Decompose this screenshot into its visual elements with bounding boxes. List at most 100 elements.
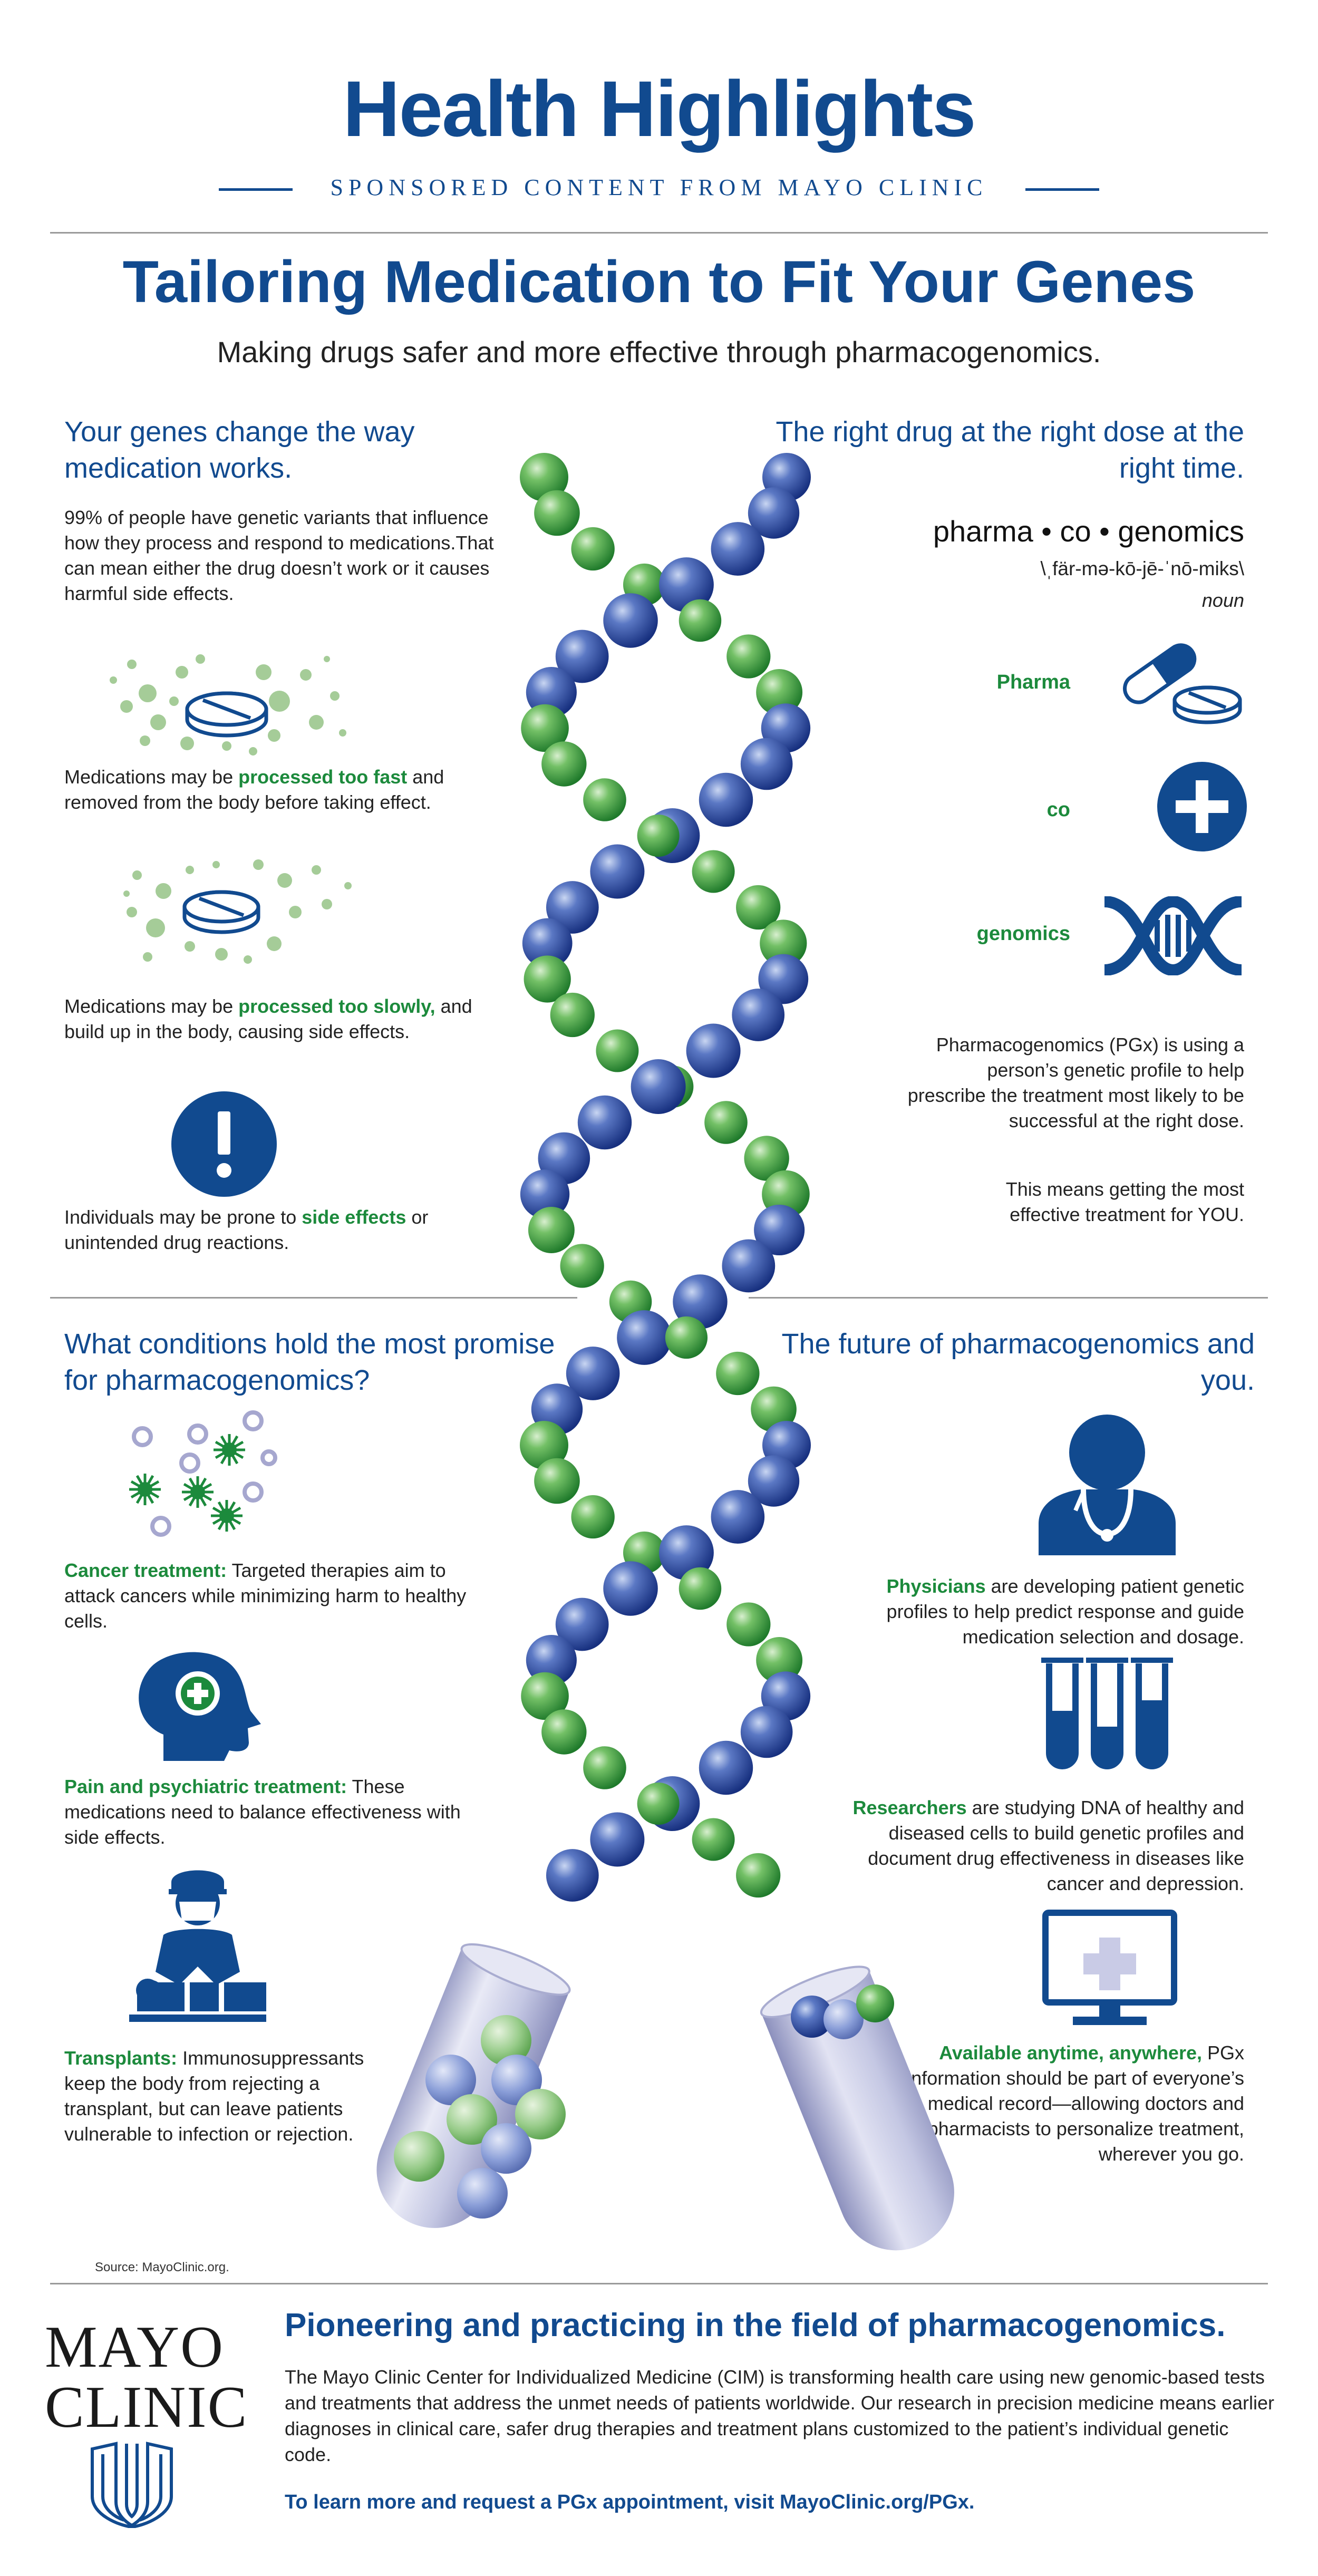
dna-bead: [541, 1709, 587, 1755]
mayo-shield-icon: [91, 2442, 173, 2528]
dna-bead: [546, 1849, 599, 1902]
researchers-text: Researchers are studying DNA of healthy …: [852, 1797, 1245, 1894]
dna-bead: [659, 1525, 714, 1580]
dna-bead: [528, 1207, 575, 1253]
transplants-text: Transplants: Immunosuppressants keep the…: [64, 2047, 364, 2145]
pill-cluster-icon: [110, 654, 346, 756]
source-note: Source: MayoClinic.org.: [95, 2260, 229, 2274]
dna-bead: [603, 1561, 658, 1616]
sponsor-rule-right: [1025, 188, 1099, 191]
cancer-cell: [211, 1500, 243, 1532]
physicians-text: Physicians are developing patient geneti…: [886, 1575, 1244, 1648]
head-cross-icon: [139, 1652, 261, 1761]
dna-bead: [617, 1310, 672, 1365]
dna-bead: [704, 1101, 748, 1144]
dna-bead: [596, 1029, 639, 1072]
section-divider-left: [50, 1297, 577, 1299]
masthead-title: Health Highlights: [343, 64, 976, 153]
dna-bead: [550, 992, 595, 1038]
capsule-right-graphic: [760, 1965, 954, 2251]
footer-cta-link[interactable]: To learn more and request a PGx appointm…: [285, 2491, 975, 2513]
pharmacogenomics-word: pharma • co • genomics: [933, 515, 1244, 548]
dna-bead: [692, 850, 735, 893]
exclamation-icon: [171, 1091, 277, 1197]
dna-bead: [520, 453, 568, 501]
dna-bead: [521, 704, 569, 752]
dna-bead: [541, 741, 587, 787]
capsule-left-graphic: [376, 1943, 571, 2228]
dna-bead: [590, 844, 645, 899]
processed-fast-text: Medications may be processed too fast an…: [64, 766, 444, 813]
label-co: co: [1046, 799, 1070, 821]
mayo-clinic-wordmark: MAYO CLINIC: [45, 2314, 248, 2441]
pill-cluster-slow-icon: [123, 859, 352, 964]
dna-bead: [748, 487, 800, 539]
dna-bead: [756, 669, 803, 715]
right-drug-heading: The right drug at the right dose at the …: [776, 416, 1244, 485]
anytime-text: Available anytime, anywhere, PGx informa…: [907, 2042, 1244, 2165]
dna-bead: [526, 666, 577, 718]
dna-bead: [603, 593, 658, 648]
cancer-cell: [182, 1476, 214, 1508]
dna-bead: [534, 490, 580, 536]
dna-bead: [726, 1602, 771, 1647]
dna-bead: [521, 1672, 569, 1720]
dna-helix-graphic: [520, 453, 811, 1902]
monitor-cross-icon: [1042, 1910, 1177, 2025]
dna-bead: [744, 1136, 789, 1181]
dna-bead: [571, 527, 615, 571]
dna-bead: [699, 1740, 753, 1795]
dna-bead: [732, 989, 785, 1041]
dna-bead: [711, 1490, 765, 1544]
dna-bead: [736, 885, 781, 930]
test-tubes-icon: [1041, 1658, 1173, 1769]
dna-bead: [560, 1244, 604, 1288]
dna-bead: [711, 522, 765, 576]
pgx-definition: Pharmacogenomics (PGx) is using a person…: [907, 1034, 1244, 1131]
dna-bead: [659, 557, 714, 612]
dna-bead: [566, 1347, 620, 1400]
dna-bead: [526, 1634, 577, 1686]
dna-bead: [686, 1023, 741, 1078]
dna-bead: [699, 772, 753, 827]
sponsor-rule-left: [219, 188, 293, 191]
genes-intro: 99% of people have genetic variants that…: [64, 507, 494, 604]
dna-bead: [748, 1455, 800, 1507]
dna-bead: [524, 955, 571, 1003]
dna-bead: [571, 1495, 615, 1539]
dna-bead: [665, 1316, 708, 1359]
header-divider: [50, 232, 1268, 234]
dna-bead: [637, 814, 680, 857]
dna-bead: [722, 1239, 776, 1293]
dna-bead: [590, 1812, 645, 1867]
dna-bead: [534, 1458, 580, 1504]
dna-bead: [679, 1567, 722, 1610]
genes-heading: Your genes change the way medication wor…: [64, 416, 415, 485]
capsule-icon: [1123, 643, 1242, 724]
dna-bead: [577, 1095, 632, 1150]
cancer-treatment-text: Cancer treatment: Targeted therapies aim…: [64, 1560, 467, 1632]
dna-bead: [631, 1059, 686, 1114]
dna-bead: [673, 1274, 728, 1329]
footer-title: Pioneering and practicing in the field o…: [285, 2307, 1226, 2343]
physician-icon: [1039, 1415, 1176, 1555]
future-heading: The future of pharmacogenomics and you.: [781, 1328, 1255, 1397]
cancer-cell: [214, 1434, 245, 1466]
dna-bead: [751, 1386, 797, 1432]
part-of-speech: noun: [1201, 589, 1244, 611]
label-genomics: genomics: [976, 923, 1070, 945]
footer-body: The Mayo Clinic Center for Individualize…: [285, 2366, 1274, 2465]
conditions-heading: What conditions hold the most promise fo…: [64, 1328, 555, 1397]
dna-bead: [555, 1597, 609, 1651]
dna-bead: [546, 881, 599, 934]
dna-bead: [520, 1169, 570, 1219]
pgx-meaning: This means getting the most effective tr…: [1005, 1178, 1244, 1225]
dna-bead: [583, 1746, 626, 1789]
dna-bead: [754, 1204, 805, 1256]
dna-bead: [679, 599, 722, 642]
sponsor-label: SPONSORED CONTENT FROM MAYO CLINIC: [330, 175, 988, 200]
dna-bead: [726, 634, 771, 679]
pronunciation: \ˌfär-mə-kō-jē-ˈnō-miks\: [1040, 558, 1244, 579]
surgeon-icon: [129, 1870, 266, 2022]
cancer-cells-icon: [129, 1410, 277, 1537]
